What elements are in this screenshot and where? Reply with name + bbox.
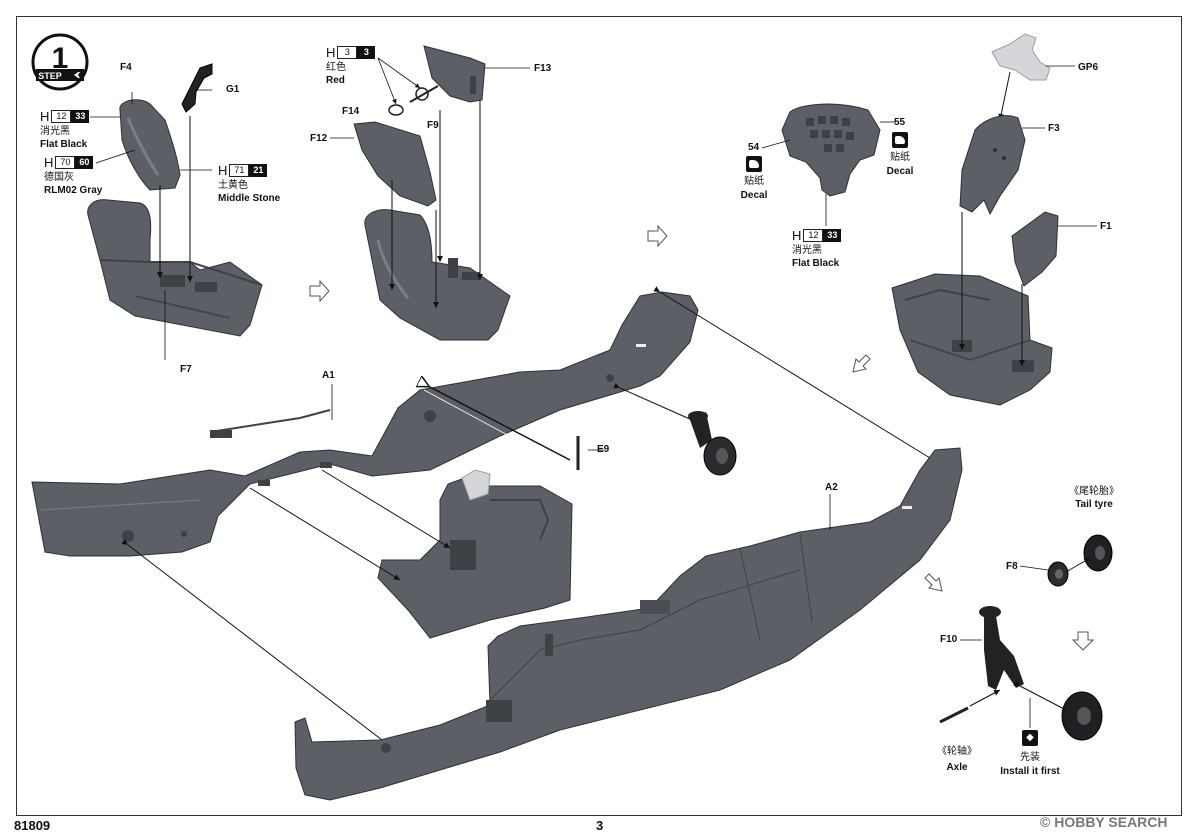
part-f13 — [423, 45, 486, 103]
flow-arrow-2 — [647, 224, 668, 248]
label-f1: F1 — [1100, 221, 1112, 232]
label-f4: F4 — [120, 62, 132, 73]
part-g1 — [181, 63, 213, 113]
label-f7: F7 — [180, 364, 192, 375]
fuselage-a2 — [294, 447, 963, 801]
label-54: 54 — [748, 142, 760, 153]
cockpit-tub-3 — [891, 273, 1053, 406]
page-number: 3 — [596, 818, 604, 833]
cockpit-tub-assembled — [377, 469, 573, 639]
part-f3 — [959, 115, 1026, 216]
seat-f4 — [119, 99, 181, 191]
product-code: 81809 — [14, 818, 51, 833]
decal-icon — [892, 132, 908, 148]
instrument-panel — [781, 103, 881, 226]
label-f3: F3 — [1048, 123, 1060, 134]
part-f9-stick — [409, 85, 439, 103]
step-label: STEP — [38, 71, 62, 81]
page-frame — [16, 16, 1182, 816]
label-e9: E9 — [597, 444, 610, 455]
fuselage-a1 — [31, 291, 699, 557]
label-a2: A2 — [825, 482, 838, 493]
label-g1: G1 — [226, 84, 240, 95]
flow-arrow-3 — [852, 354, 871, 373]
part-f12 — [353, 121, 437, 207]
label-f8: F8 — [1006, 561, 1018, 572]
part-f1 — [1011, 211, 1059, 287]
watermark: © HOBBY SEARCH — [1040, 814, 1168, 830]
axle-pin — [939, 706, 969, 724]
label-f12: F12 — [310, 133, 328, 144]
flow-arrow-4 — [924, 573, 943, 592]
main-tail-wheel — [1061, 691, 1103, 741]
step-badge: 1 STEP — [31, 33, 89, 91]
install-first-icon: ◆ — [1022, 730, 1038, 746]
plane-icon — [64, 72, 80, 78]
label-f14: F14 — [342, 106, 360, 117]
part-gp6-clear — [991, 33, 1051, 81]
step-number: 1 — [52, 42, 69, 75]
part-f10 — [979, 606, 1024, 690]
label-55: 55 — [894, 117, 906, 128]
part-f14-wheel — [388, 104, 404, 116]
flow-arrow-1 — [309, 279, 330, 303]
tail-tyre — [1083, 534, 1113, 572]
label-a1: A1 — [322, 370, 335, 381]
label-f13: F13 — [534, 63, 552, 74]
decal-icon — [746, 156, 762, 172]
cockpit-tub-2 — [364, 209, 511, 341]
floor-f7 — [87, 199, 263, 337]
part-f8 — [1047, 561, 1069, 587]
label-f9: F9 — [427, 120, 439, 131]
label-f10: F10 — [940, 634, 958, 645]
label-gp6: GP6 — [1078, 62, 1099, 73]
flow-arrow-5 — [1071, 631, 1095, 651]
tail-wheel-assembly — [688, 411, 737, 476]
